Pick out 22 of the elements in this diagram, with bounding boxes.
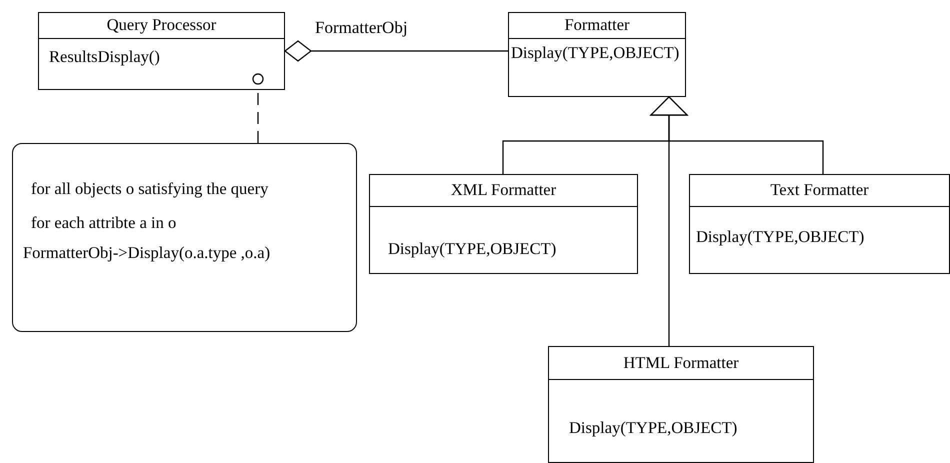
note-text: FormatterObj->Display(o.a.type ,o.a) xyxy=(23,244,272,261)
class-name: Query Processor xyxy=(106,15,216,34)
class-name: Formatter xyxy=(564,15,630,34)
note-box xyxy=(12,143,357,332)
class-name: XML Formatter xyxy=(450,180,556,199)
class-box xyxy=(548,346,814,463)
class-box xyxy=(689,174,950,274)
note-connector xyxy=(252,73,264,143)
note-text: for all objects o satisfying the query xyxy=(31,180,270,197)
class-box xyxy=(369,174,638,274)
method-text: Display(TYPE,OBJECT) xyxy=(569,418,738,438)
inheritance-arrow xyxy=(650,96,688,346)
method-text: Display(TYPE,OBJECT) xyxy=(511,43,680,63)
method-text: ResultsDisplay() xyxy=(49,47,160,67)
method-text: Display(TYPE,OBJECT) xyxy=(696,227,864,247)
class-box xyxy=(508,12,686,97)
note-text: for each attribte a in o xyxy=(31,214,178,231)
aggregation-line xyxy=(284,40,508,62)
class-name: Text Formatter xyxy=(770,180,869,199)
method-text: Display(TYPE,OBJECT) xyxy=(388,239,556,259)
class-name: HTML Formatter xyxy=(623,353,739,372)
class-box xyxy=(38,12,285,90)
